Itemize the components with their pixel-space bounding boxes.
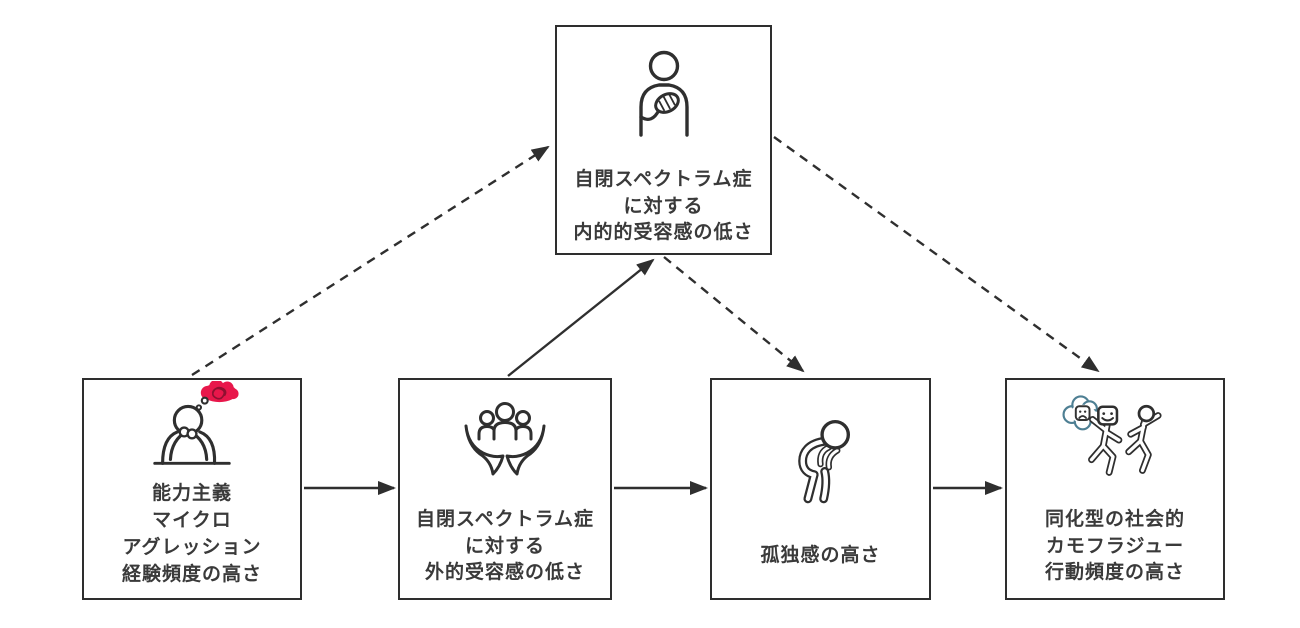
crouching-person-icon: [798, 419, 851, 504]
node-label-line: 行動頻度の高さ: [1044, 560, 1185, 583]
node-label: 自閉スペクトラム症 に対する 内的的受容感の低さ: [573, 166, 753, 245]
node-label: 同化型の社会的 カモフラジュー 行動頻度の高さ: [1045, 506, 1185, 585]
node-label-line: 能力主義: [151, 482, 232, 505]
masked-dancers-icon: [1062, 395, 1162, 477]
edge-internal-to-camouflage: [773, 136, 1100, 373]
hands-holding-people-icon: [464, 402, 546, 476]
node-label-line: 外的受容感の低さ: [424, 560, 585, 583]
node-camouflage: 同化型の社会的 カモフラジュー 行動頻度の高さ: [1005, 378, 1225, 600]
node-label-line: に対する: [623, 194, 704, 217]
node-label-line: に対する: [464, 534, 545, 557]
node-label: 能力主義 マイクロ アグレッション 経験頻度の高さ: [122, 480, 262, 588]
node-external-acceptance: 自閉スペクトラム症 に対する 外的受容感の低さ: [398, 378, 612, 600]
distressed-person-red-thought-icon: [153, 381, 239, 465]
red-thought-cloud-icon: [195, 381, 239, 411]
node-label-line: 孤独感の高さ: [760, 543, 881, 566]
edge-external-to-internal: [507, 258, 655, 377]
node-label-line: アグレッション: [122, 536, 262, 559]
node-ableist-microaggression: 能力主義 マイクロ アグレッション 経験頻度の高さ: [82, 378, 302, 600]
node-label-line: 内的的受容感の低さ: [573, 220, 754, 243]
node-label-line: 経験頻度の高さ: [121, 563, 262, 586]
node-label-line: 同化型の社会的: [1044, 508, 1185, 531]
node-label-line: 自閉スペクトラム症: [574, 168, 753, 191]
node-label: 自閉スペクトラム症 に対する 外的受容感の低さ: [416, 506, 594, 585]
sad-mask-thought-bubble-icon: [1062, 395, 1106, 431]
node-label-line: 自閉スペクトラム症: [415, 508, 595, 531]
node-loneliness: 孤独感の高さ: [710, 378, 931, 600]
person-hand-on-chest-icon: [638, 50, 689, 137]
edge-microaggression-to-internal: [191, 145, 550, 377]
edge-internal-to-loneliness: [663, 256, 805, 373]
node-label: 孤独感の高さ: [760, 542, 880, 568]
smiling-mask-icon: [1097, 405, 1119, 426]
node-internal-acceptance: 自閉スペクトラム症 に対する 内的的受容感の低さ: [555, 25, 772, 255]
node-label-line: マイクロ: [152, 509, 232, 532]
node-label-line: カモフラジュー: [1045, 534, 1185, 557]
